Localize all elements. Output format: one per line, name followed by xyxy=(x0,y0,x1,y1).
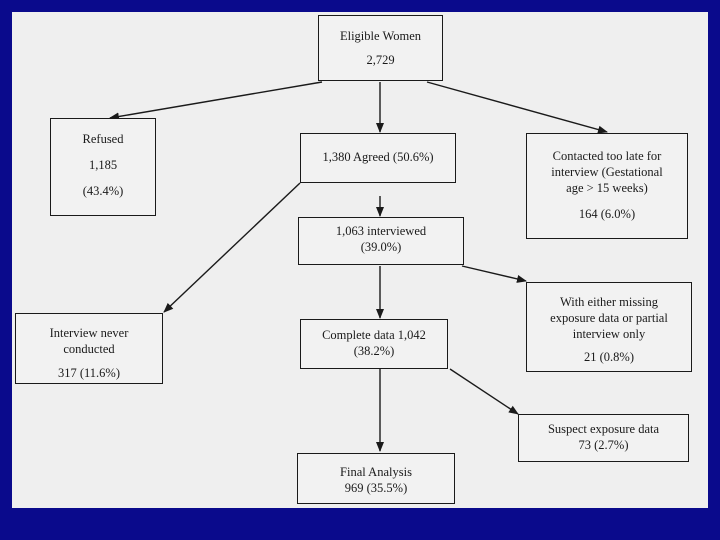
never-conducted-count: 317 (11.6%) xyxy=(57,366,121,380)
flow-arrows xyxy=(109,81,608,452)
missing-line2: exposure data or partial xyxy=(550,311,668,325)
final-label: Final Analysis xyxy=(340,465,412,479)
final-count: 969 (35.5%) xyxy=(344,481,408,495)
eligible-women-box: Eligible Women 2,729 xyxy=(318,15,443,81)
refused-box: Refused 1,185 (43.4%) xyxy=(50,118,156,216)
arrow-complete-to-suspect xyxy=(449,368,519,415)
agreed-box: 1,380 Agreed (50.6%) xyxy=(300,133,456,183)
arrow-eligible-to-refused xyxy=(109,81,323,121)
refused-percent: (43.4%) xyxy=(82,184,124,198)
too-late-line3: age > 15 weeks) xyxy=(566,181,648,195)
never-conducted-box: Interview never conducted 317 (11.6%) xyxy=(15,313,163,384)
never-conducted-line2: conducted xyxy=(63,342,115,356)
too-late-count: 164 (6.0%) xyxy=(578,207,636,221)
refused-label: Refused xyxy=(82,132,124,146)
arrow-eligible-to-toolate xyxy=(426,81,608,134)
too-late-line2: interview (Gestational xyxy=(551,165,663,179)
never-conducted-line1: Interview never xyxy=(49,326,129,340)
interviewed-label: 1,063 interviewed xyxy=(335,224,427,238)
interviewed-percent: (39.0%) xyxy=(360,240,402,254)
suspect-count: 73 (2.7%) xyxy=(578,438,629,452)
suspect-label: Suspect exposure data xyxy=(547,422,660,436)
arrow-agreed-to-never xyxy=(163,182,301,313)
flowchart-panel: Eligible Women 2,729 Refused 1,185 (43.4… xyxy=(12,12,708,508)
missing-line3: interview only xyxy=(572,327,646,341)
final-analysis-box: Final Analysis 969 (35.5%) xyxy=(297,453,455,504)
arrow-interviewed-to-missing xyxy=(461,265,527,283)
too-late-line1: Contacted too late for xyxy=(552,149,662,163)
complete-label: Complete data 1,042 xyxy=(322,328,426,342)
eligible-label: Eligible Women xyxy=(339,29,422,43)
eligible-count: 2,729 xyxy=(366,53,395,67)
missing-count: 21 (0.8%) xyxy=(584,350,634,364)
too-late-box: Contacted too late for interview (Gestat… xyxy=(526,133,688,239)
missing-data-box: With either missing exposure data or par… xyxy=(526,282,692,372)
complete-percent: (38.2%) xyxy=(353,344,395,358)
complete-data-box: Complete data 1,042 (38.2%) xyxy=(300,319,448,369)
refused-count: 1,185 xyxy=(88,158,118,172)
agreed-label: 1,380 Agreed (50.6%) xyxy=(322,150,434,164)
interviewed-box: 1,063 interviewed (39.0%) xyxy=(298,217,464,265)
missing-line1: With either missing xyxy=(559,295,659,309)
suspect-exposure-box: Suspect exposure data 73 (2.7%) xyxy=(518,414,689,462)
